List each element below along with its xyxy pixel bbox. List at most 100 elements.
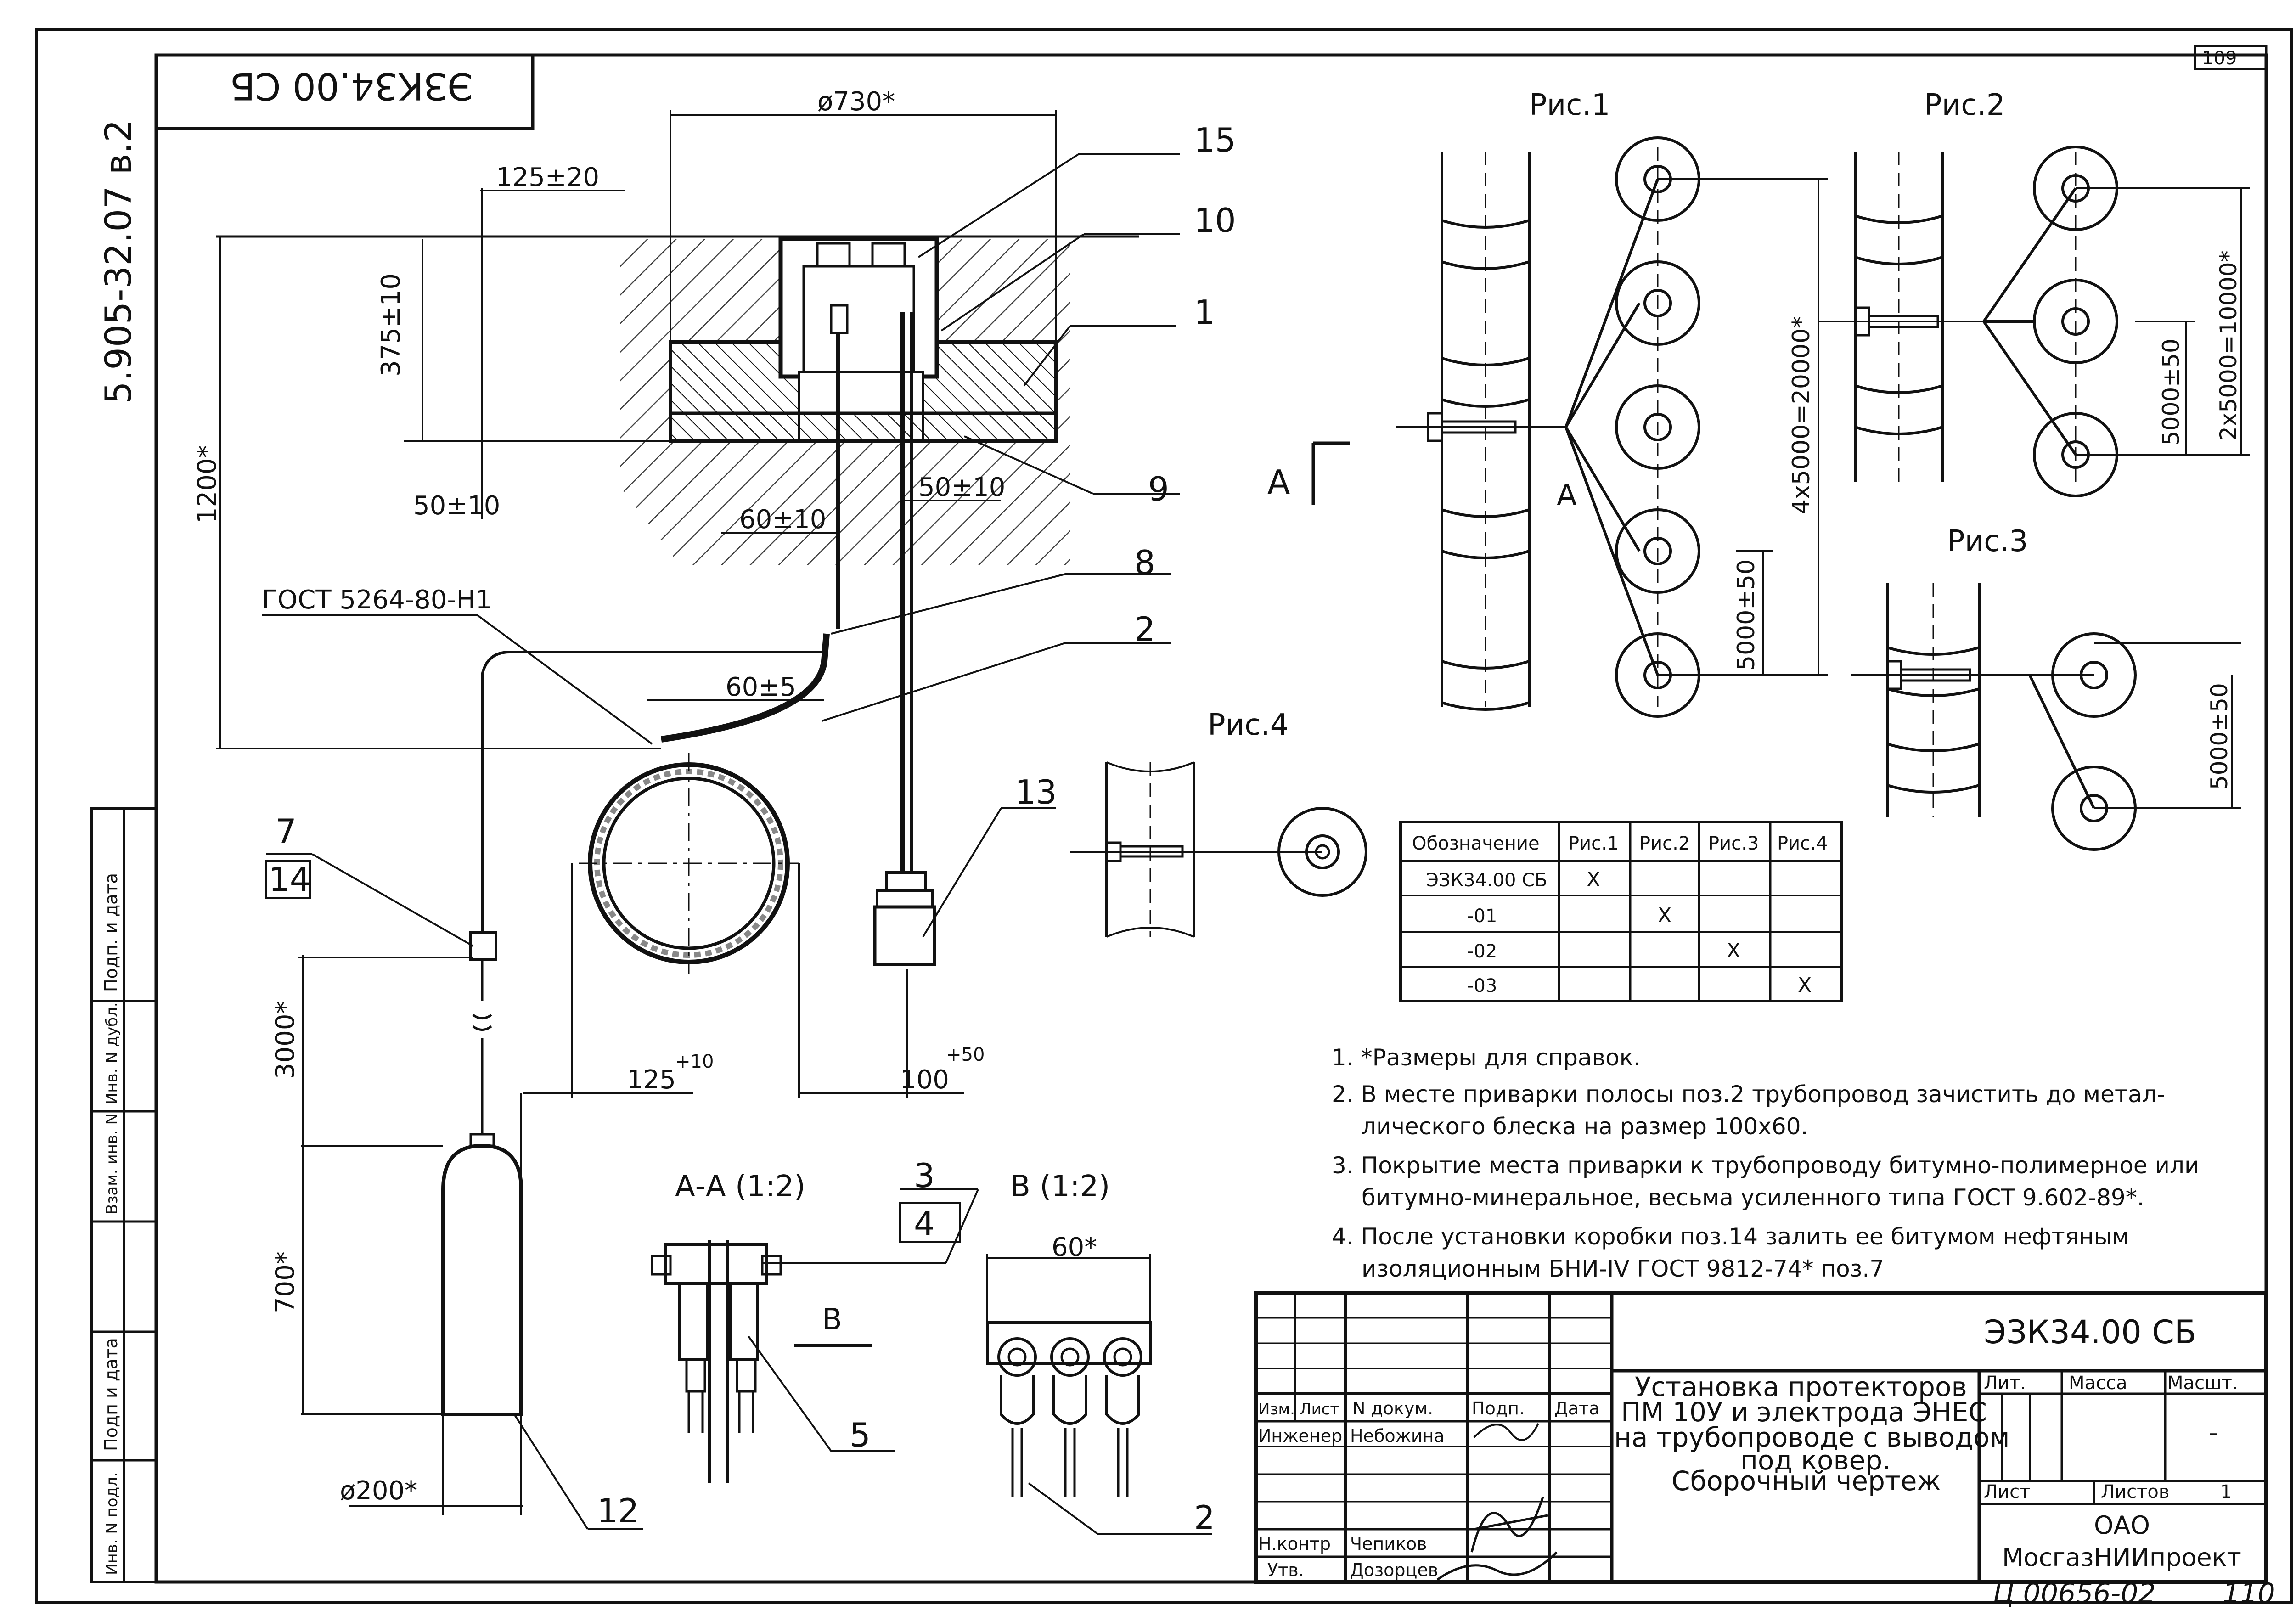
title-line-1: Установка протекторов — [1635, 1371, 1967, 1402]
fig2-step-dim: 5000±50 — [2158, 338, 2184, 445]
role-approved: Утв. — [1267, 1560, 1304, 1580]
fig1-step-dim: 5000±50 — [1733, 559, 1760, 670]
title-block: ЭЗК34.00 СБ Установка протекторов ПМ 10У… — [1254, 1291, 2268, 1584]
mass-label: Масса — [2069, 1373, 2127, 1394]
view-b-arrow-label: В — [822, 1303, 842, 1337]
corner-number: 109 — [2202, 48, 2237, 69]
fig1-a-label: А — [1557, 478, 1577, 512]
col-header-doc: N докум. — [1352, 1398, 1433, 1419]
signature-norm-control — [1470, 1497, 1548, 1553]
note-line-5: битумно-минеральное, весьма усиленного т… — [1362, 1184, 2144, 1211]
dim-d200: ø200* — [340, 1476, 417, 1506]
dim-125-tol: +10 — [675, 1051, 714, 1072]
role-engineer: Инженер — [1258, 1426, 1342, 1446]
variant-table: Обозначение Рис.1 Рис.2 Рис.3 Рис.4 ЭЗК3… — [1399, 821, 1843, 1002]
pos-9: 9 — [1148, 470, 1169, 508]
dim-60-5: 60±5 — [726, 672, 796, 702]
fig3-step-dim: 5000±50 — [2206, 683, 2233, 790]
title-line-3: на трубопроводе с выводом — [1614, 1422, 2010, 1453]
table-cell-1-0: -01 — [1467, 906, 1497, 927]
title-line-5: Сборочный чертеж — [1671, 1465, 1941, 1497]
pos-3: 3 — [914, 1156, 935, 1195]
left-stamp-strip: Подп. и дата Инв. N дубл. Взам. инв. N П… — [90, 807, 158, 1583]
dim-1200: 1200* — [192, 445, 222, 524]
dim-700: 700* — [270, 1251, 300, 1313]
figure-2: Рис.2 2x5000=10000* 5000±50 — [1818, 88, 2250, 497]
dim-50-10-left: 50±10 — [413, 491, 500, 521]
table-header-1: Рис.1 — [1568, 833, 1619, 854]
gost-label: ГОСТ 5264-80-Н1 — [262, 585, 492, 615]
pos-10: 10 — [1194, 201, 1236, 240]
fig1-total-dim: 4x5000=20000* — [1788, 316, 1815, 514]
note-line-2: 2. В месте приварки полосы поз.2 трубопр… — [1332, 1081, 2165, 1108]
note-line-7: изоляционным БНИ-IV ГОСТ 9812-74* поз.7 — [1362, 1255, 1884, 1282]
table-cell-0-0: ЭЗК34.00 СБ — [1426, 870, 1548, 891]
fig4-title: Рис.4 — [1208, 708, 1289, 742]
figure-1: Рис.1 А 4x5000=20000* 5000±50 — [1396, 88, 1828, 718]
pos-5: 5 — [850, 1416, 871, 1454]
scale-label: Масшт. — [2167, 1373, 2238, 1394]
signature-approved — [1436, 1551, 1558, 1581]
dim-3000: 3000* — [270, 1001, 300, 1079]
main-assembly: 15 10 1 9 8 2 13 7 14 12 ø730* 125±20 37… — [192, 87, 1350, 1530]
stamp-label-4: Подп и дата — [101, 1338, 121, 1451]
dim-60-star: 60* — [1052, 1233, 1097, 1262]
col-header-list: Лист — [1300, 1400, 1339, 1419]
drawing-frame: 109 ЭЗК34.00 СБ 5.905-32.07 в.2 Подп. и … — [35, 28, 2293, 1604]
fig2-total-dim: 2x5000=10000* — [2215, 250, 2242, 441]
dim-50-10-right: 50±10 — [918, 473, 1005, 502]
stamp-label-5: Инв. N подл. — [103, 1472, 121, 1575]
col-header-date: Дата — [1554, 1398, 1599, 1419]
title-line-2: ПМ 10У и электрода ЭНЕС — [1621, 1396, 1987, 1428]
name-approved: Дозорцев — [1350, 1560, 1438, 1580]
fig1-title: Рис.1 — [1529, 88, 1610, 122]
stamp-label-1: Подп. и дата — [101, 873, 121, 992]
note-line-3: лического блеска на размер 100х60. — [1362, 1113, 1808, 1140]
view-b: В (1:2) 60* 2 — [986, 1170, 1215, 1537]
pos-12: 12 — [597, 1492, 639, 1530]
dim-125: 125 — [627, 1065, 676, 1095]
dim-375-10: 375±10 — [376, 273, 406, 377]
table-cell-2-0: -02 — [1467, 941, 1497, 962]
note-line-6: 4. После установки коробки поз.14 залить… — [1332, 1223, 2129, 1250]
sheets-label: Листов — [2101, 1481, 2169, 1503]
dim-100: 100 — [900, 1065, 949, 1095]
table-cell-1-2: X — [1658, 904, 1671, 927]
top-stamp: ЭЗК34.00 СБ — [230, 65, 473, 107]
sheet-label: Лист — [1984, 1481, 2030, 1503]
leader-lines — [262, 153, 1180, 1530]
table-cell-3-0: -03 — [1467, 975, 1497, 996]
view-a-label: А — [1267, 463, 1290, 501]
figure-4: Рис.4 — [1070, 708, 1367, 938]
org-line-2: МосгазНИИпроект — [2002, 1543, 2241, 1572]
pos-2-view-b: 2 — [1194, 1498, 1215, 1537]
pos-14: 14 — [269, 860, 311, 899]
title-code: ЭЗК34.00 СБ — [1984, 1313, 2196, 1351]
table-cell-0-1: X — [1587, 868, 1600, 891]
side-code: 5.905-32.07 в.2 — [98, 119, 140, 404]
fig3-anodes — [2028, 632, 2137, 851]
pos-15: 15 — [1194, 121, 1236, 159]
stamp-label-2: Инв. N дубл. — [103, 1002, 121, 1104]
table-header-2: Рис.2 — [1639, 833, 1690, 854]
note-line-4: 3. Покрытие места приварки к трубопровод… — [1332, 1152, 2200, 1179]
dim-125-20: 125±20 — [496, 163, 599, 192]
signature-engineer — [1473, 1423, 1539, 1441]
stamp-label-3: Взам. инв. N — [103, 1113, 121, 1215]
col-header-sign: Подп. — [1472, 1398, 1525, 1419]
name-norm-control: Чепиков — [1350, 1534, 1427, 1554]
table-cell-3-4: X — [1798, 974, 1812, 997]
pos-8: 8 — [1134, 543, 1155, 582]
notes: 1. *Размеры для справок. 2. В месте прив… — [1332, 1044, 2200, 1282]
col-header-izm: Изм. — [1258, 1400, 1295, 1419]
table-cell-2-3: X — [1727, 939, 1740, 963]
pos-1: 1 — [1194, 293, 1215, 332]
figure-3: Рис.3 5000±50 — [1851, 524, 2241, 851]
fig1-anodes — [1564, 136, 1700, 718]
table-header-3: Рис.3 — [1708, 833, 1759, 854]
dim-d730: ø730* — [817, 87, 895, 117]
lit-label: Лит. — [1984, 1373, 2026, 1394]
title-line-4: под ковер. — [1740, 1445, 1891, 1476]
section-aa: А-А (1:2) 3 4 5 В — [651, 1156, 979, 1483]
